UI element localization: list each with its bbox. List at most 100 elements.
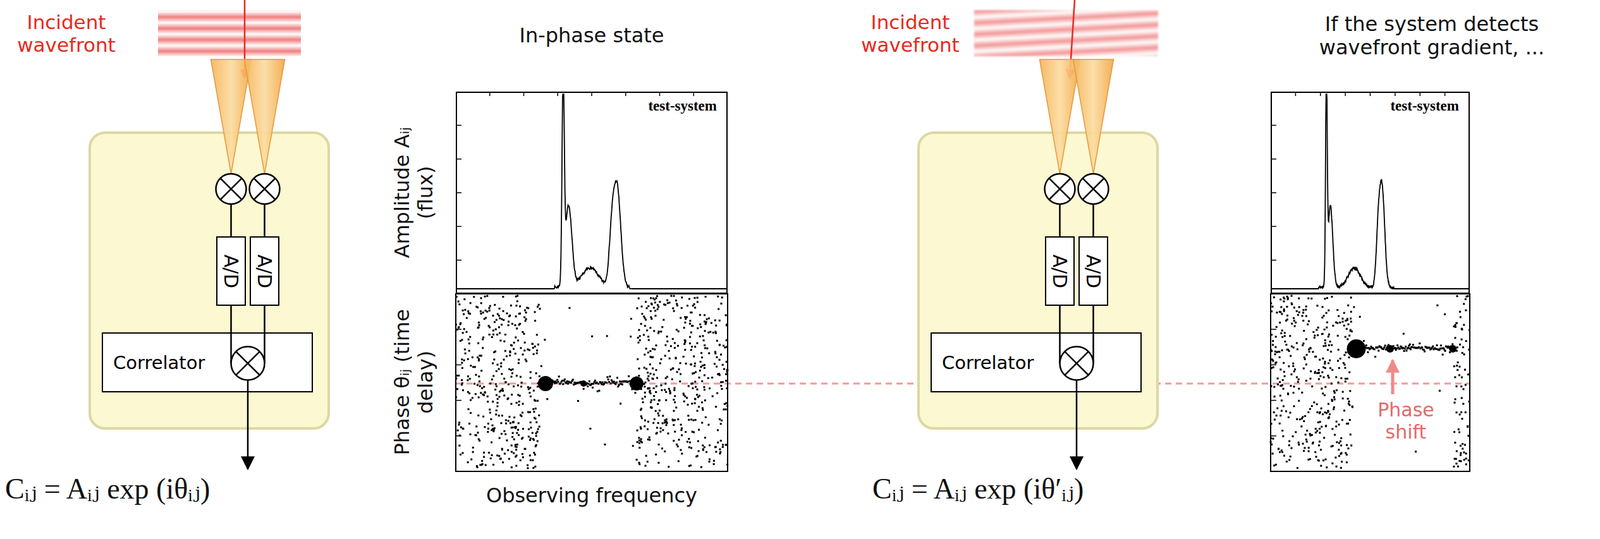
- phase-dot: [673, 431, 676, 434]
- caption-text: In-phase state: [465, 24, 719, 48]
- mixer-cross: [254, 178, 276, 200]
- phase-dot: [1328, 359, 1331, 362]
- phase-dot: [699, 369, 702, 372]
- phase-dot: [527, 386, 530, 389]
- phase-dot: [1294, 431, 1297, 434]
- phase-dot: [515, 448, 518, 451]
- phase-dot: [1338, 455, 1341, 458]
- phase-dot: [649, 390, 652, 392]
- phase-dot: [632, 445, 635, 447]
- phase-dot: [1457, 428, 1460, 431]
- signal-wire: [230, 305, 233, 333]
- phase-dot: [1332, 408, 1335, 411]
- converter-box: A/D: [216, 236, 246, 306]
- phase-dot: [725, 346, 728, 349]
- phase-dot: [716, 373, 719, 376]
- phase-dot: [1302, 367, 1305, 370]
- phase-dot: [716, 392, 719, 395]
- phase-dot: [479, 385, 482, 388]
- phase-dot: [1348, 335, 1351, 337]
- phase-dot: [644, 465, 647, 468]
- phase-dot: [1297, 297, 1300, 300]
- phase-dot: [527, 307, 530, 310]
- phase-dot: [1322, 366, 1325, 369]
- mixer-cross: [1082, 178, 1105, 200]
- phase-dot: [643, 385, 646, 388]
- phase-dot: [481, 338, 484, 341]
- phase-dot: [1306, 354, 1308, 356]
- phase-dot: [656, 295, 659, 298]
- phase-dot: [1335, 441, 1338, 444]
- phase-dot: [1302, 329, 1305, 332]
- phase-dot: [472, 451, 475, 454]
- phase-dot: [1348, 371, 1351, 374]
- caption-text: Incident wavefront: [847, 11, 974, 57]
- phase-dot: [643, 366, 646, 369]
- phase-dot: [720, 439, 722, 442]
- phase-dot: [668, 301, 671, 304]
- phase-dot: [1317, 421, 1320, 424]
- phase-dot: [553, 382, 556, 385]
- phase-dot: [517, 384, 520, 387]
- box-label: A/D: [253, 254, 276, 289]
- phase-dot: [511, 436, 514, 439]
- phase-dot: [654, 309, 657, 312]
- phase-dot: [675, 302, 678, 305]
- phase-dot: [704, 323, 707, 325]
- phase-dot: [1270, 443, 1273, 446]
- phase-dot: [668, 350, 671, 353]
- phase-dot: [661, 422, 664, 425]
- phase-dot: [488, 451, 490, 454]
- mixer-symbol: [249, 173, 281, 205]
- phase-dot: [498, 455, 501, 458]
- phase-dot: [659, 427, 662, 430]
- phase-dot: [1327, 362, 1330, 365]
- mixer-cross: [1049, 178, 1071, 200]
- phase-dot: [1345, 422, 1348, 425]
- phase-dot: [1304, 433, 1307, 436]
- phase-dot: [701, 335, 704, 337]
- phase-dot: [522, 456, 525, 459]
- phase-dot: [647, 375, 650, 378]
- phase-dot: [529, 395, 532, 398]
- phase-dot: [694, 398, 697, 401]
- phase-dot: [512, 421, 515, 424]
- phase-dot: [495, 394, 498, 397]
- phase-dot: [1321, 392, 1324, 395]
- phase-dot: [666, 432, 669, 435]
- phase-dot: [680, 452, 683, 455]
- phase-dot: [488, 333, 491, 336]
- phase-dot: [675, 443, 678, 446]
- phase-dot: [696, 297, 699, 300]
- phase-dot: [1340, 467, 1343, 470]
- phase-dot: [668, 388, 671, 391]
- phase-dot: [1369, 347, 1372, 350]
- phase-dot: [1438, 390, 1441, 392]
- phase-dot: [498, 437, 501, 440]
- phase-dot: [1331, 369, 1334, 372]
- phase-dot: [1453, 376, 1456, 379]
- phase-dot: [1275, 326, 1278, 329]
- phase-dot: [668, 390, 671, 392]
- phase-dot: [1282, 362, 1285, 365]
- phase-dot: [1293, 370, 1296, 373]
- formula: Cᵢⱼ = Aᵢⱼ exp (iθ′ᵢⱼ): [872, 472, 1170, 507]
- wire: [1092, 204, 1095, 237]
- phase-dot: [532, 390, 535, 392]
- phase-dot: [1283, 308, 1286, 311]
- phase-dot: [1278, 381, 1281, 384]
- phase-dot: [687, 419, 690, 422]
- phase-dot: [459, 340, 462, 342]
- phase-dot: [529, 459, 532, 462]
- phase-dot: [1292, 391, 1295, 394]
- phase-dot: [505, 381, 507, 384]
- phase-dot: [659, 431, 662, 434]
- phase-dot: [653, 373, 655, 376]
- mixer-symbol: [1078, 173, 1109, 205]
- phase-dot: [1306, 440, 1308, 443]
- phase-dot: [1409, 348, 1412, 351]
- phase-dot: [1275, 335, 1277, 338]
- phase-dot: [1453, 441, 1456, 444]
- phase-dot: [532, 408, 535, 411]
- phase-dot: [1325, 466, 1328, 469]
